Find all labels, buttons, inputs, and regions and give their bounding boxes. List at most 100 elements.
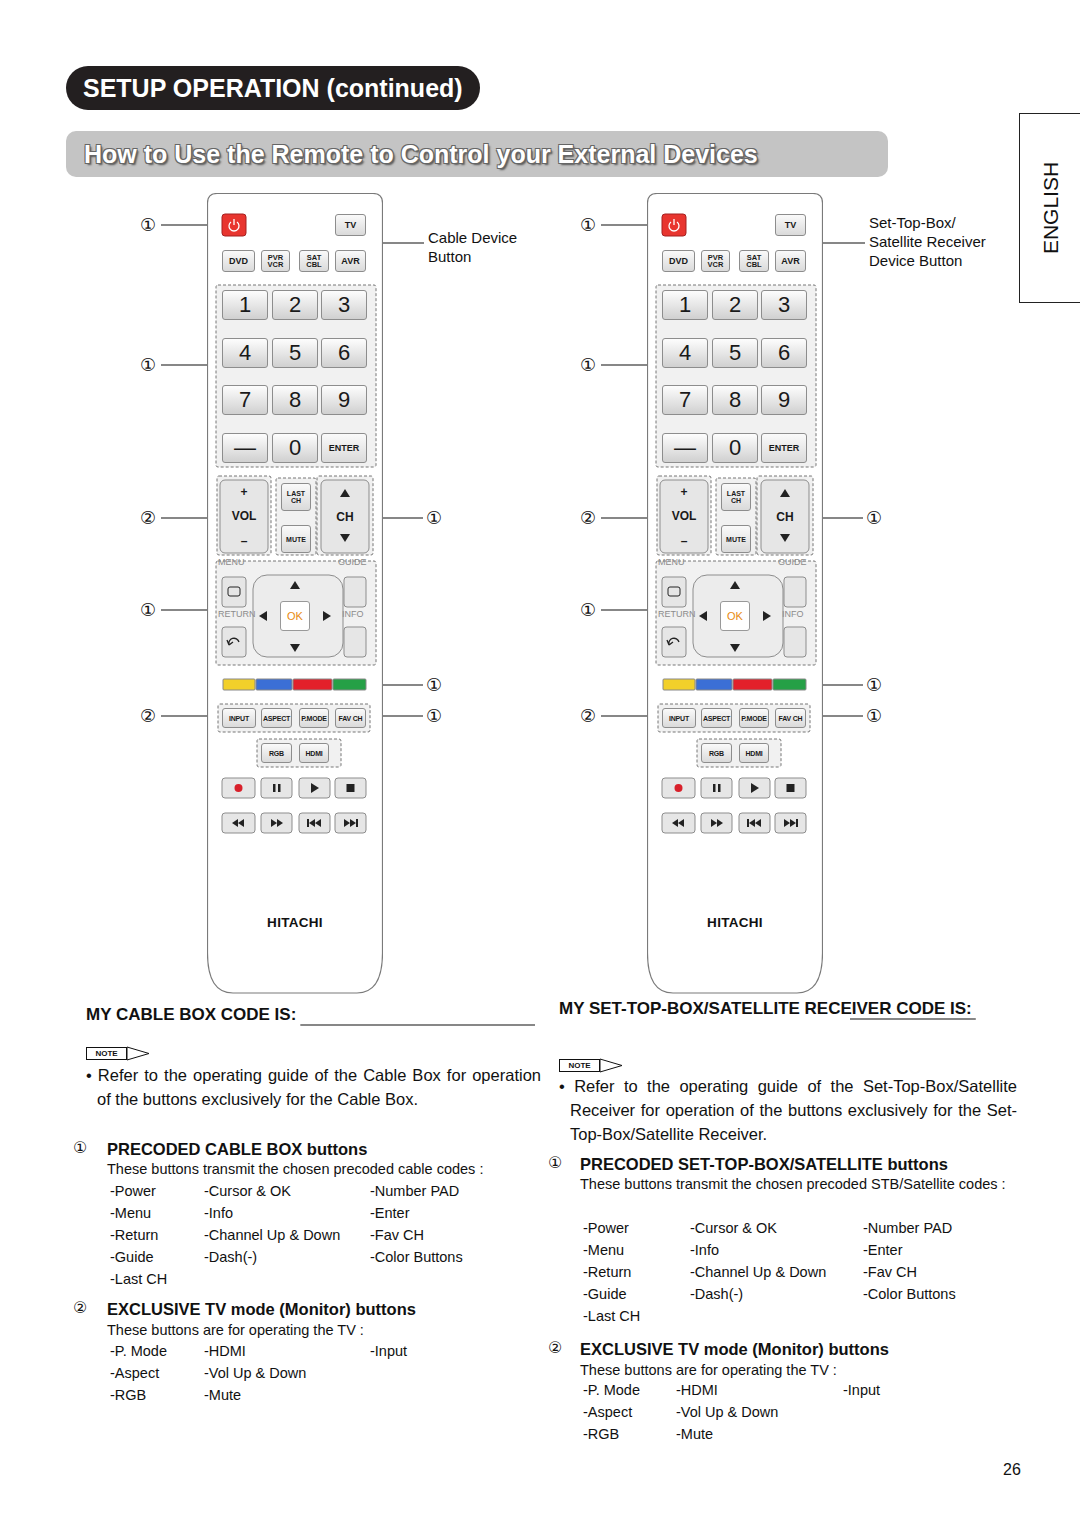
colour-button <box>333 679 366 690</box>
button-symbol <box>730 581 740 589</box>
table-cell: -P. Mode <box>583 1381 640 1399</box>
button-symbol <box>311 783 319 793</box>
table-cell: -Power <box>583 1219 629 1237</box>
callout-number: ① <box>140 598 156 622</box>
node-label: HDMI <box>305 750 322 757</box>
note-badge: NOTE <box>86 1047 127 1060</box>
note-text: • Refer to the operating guide of the Ca… <box>86 1063 541 1111</box>
table-cell: -Cursor & OK <box>690 1219 777 1237</box>
remote-button: P.MODE <box>739 708 769 728</box>
power-button <box>662 214 686 236</box>
table-cell: -Color Buttons <box>863 1285 956 1303</box>
callout-number: ② <box>580 506 596 530</box>
guide-button <box>784 577 806 607</box>
node-label: RGB <box>269 750 284 757</box>
button-group <box>218 704 370 732</box>
media-button <box>662 778 695 798</box>
button-symbol <box>323 611 331 621</box>
return-button <box>662 627 686 657</box>
remote-button: 0 <box>712 433 758 463</box>
button-group <box>317 476 373 555</box>
node-label: 3 <box>338 294 350 316</box>
button-group <box>216 285 376 467</box>
table-cell: -Input <box>843 1381 880 1399</box>
button-symbol <box>259 611 267 621</box>
media-button <box>261 813 292 833</box>
node-label: CH <box>336 511 353 523</box>
node-label: 7 <box>239 389 251 411</box>
table-cell: -Channel Up & Down <box>690 1263 826 1281</box>
media-button <box>739 778 770 798</box>
node-label: LAST CH <box>282 490 310 504</box>
node-label: 0 <box>729 437 741 459</box>
volume-rocker <box>660 480 708 553</box>
remote-button: INPUT <box>662 708 696 728</box>
remote-button: 5 <box>712 338 758 368</box>
remote-button: MUTE <box>281 525 311 553</box>
remote-button: 2 <box>272 290 318 320</box>
note-arrow <box>600 1059 622 1072</box>
button-symbol <box>347 784 355 792</box>
button-symbol <box>787 784 795 792</box>
node-label: OK <box>727 611 743 622</box>
node-label: 2 <box>289 294 301 316</box>
node-label: HITACHI <box>647 915 823 930</box>
power-symbol <box>669 219 679 231</box>
button-symbol <box>751 783 759 793</box>
note-badge: NOTE <box>559 1059 600 1072</box>
node-label: 4 <box>239 342 251 364</box>
colour-button <box>256 679 292 690</box>
button-group <box>716 478 756 555</box>
remote-button: OK <box>280 601 310 631</box>
button-symbol <box>340 489 350 497</box>
node-label: ASPECT <box>263 715 290 722</box>
node-label: P.MODE <box>301 715 327 722</box>
remote-button: 9 <box>761 385 807 415</box>
node-label: — <box>674 437 696 459</box>
colour-button <box>293 679 332 690</box>
remote-button: AVR <box>335 250 366 272</box>
node-label: 5 <box>289 342 301 364</box>
callout-number: ① <box>866 506 882 530</box>
remote-button: MUTE <box>721 525 751 553</box>
button-group <box>657 476 711 555</box>
remote-housing <box>648 194 823 994</box>
table-cell: -Aspect <box>583 1403 632 1421</box>
button-symbol <box>747 819 761 827</box>
note-text: • Refer to the operating guide of the Se… <box>559 1074 1017 1146</box>
table-cell: -Vol Up & Down <box>676 1403 778 1421</box>
media-button <box>299 813 330 833</box>
section-number: ② <box>548 1338 562 1358</box>
table-cell: -Input <box>370 1342 407 1360</box>
button-group <box>757 476 813 555</box>
button-symbol <box>730 644 740 652</box>
media-button <box>662 813 695 833</box>
button-group <box>276 478 316 555</box>
colour-button <box>773 679 806 690</box>
button-symbol <box>711 819 723 827</box>
button-symbol <box>672 819 684 827</box>
remote-button: — <box>222 433 268 463</box>
table-cell: -Last CH <box>110 1270 167 1288</box>
node-label: DVD <box>669 257 688 266</box>
remote-button: CH <box>761 480 809 553</box>
remote-button: RGB <box>701 743 732 763</box>
section-number: ① <box>548 1153 562 1173</box>
table-cell: -Channel Up & Down <box>204 1226 340 1244</box>
remote-button: HDMI <box>299 743 329 763</box>
button-symbol <box>232 819 244 827</box>
info-button <box>784 627 806 657</box>
remote-button: +VOL– <box>660 480 708 553</box>
table-cell: -Info <box>690 1241 719 1259</box>
button-symbol <box>763 611 771 621</box>
section-banner: How to Use the Remote to Control your Ex… <box>66 131 888 177</box>
node-label: ENTER <box>769 444 800 453</box>
callout-number: ① <box>426 673 442 697</box>
node-label: RGB <box>709 750 724 757</box>
node-label: 8 <box>729 389 741 411</box>
remote-button: ASPECT <box>701 708 732 728</box>
info-button <box>344 627 366 657</box>
table-cell: -Return <box>583 1263 631 1281</box>
table-cell: -HDMI <box>204 1342 246 1360</box>
remote-button: RGB <box>261 743 292 763</box>
